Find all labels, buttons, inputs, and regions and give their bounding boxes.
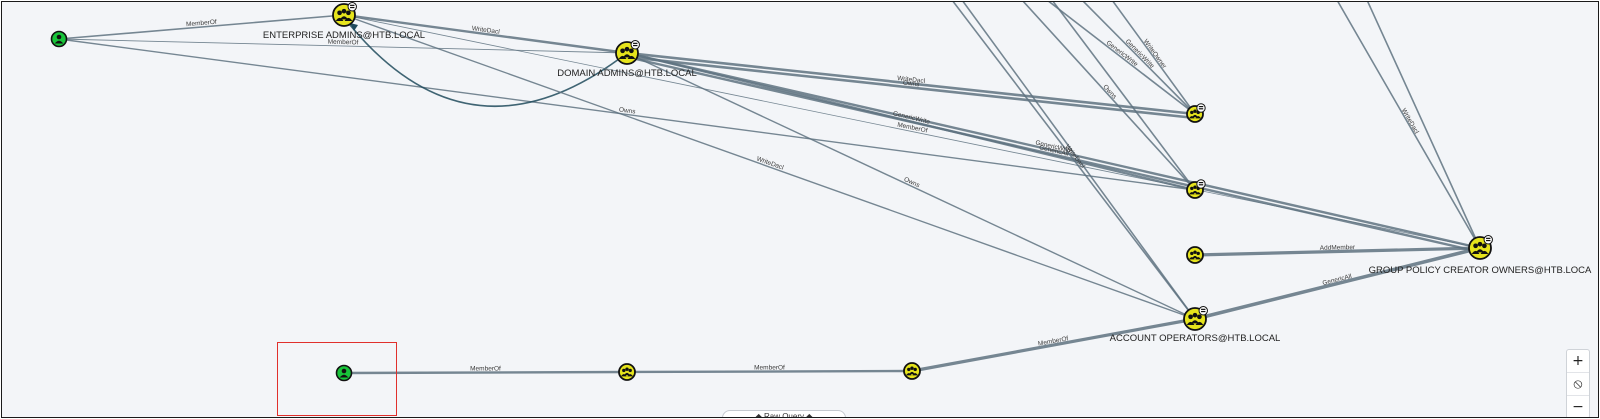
edge-u2-m1[interactable] — [343, 370, 628, 375]
edge-label: WriteDacl — [471, 25, 500, 36]
badge-icon — [630, 40, 640, 50]
user-node[interactable] — [50, 30, 68, 48]
selection-highlight-box — [277, 342, 397, 416]
group-icon — [903, 362, 921, 380]
group-node[interactable] — [332, 2, 357, 27]
group-node[interactable] — [618, 363, 636, 381]
edge-da-g1[interactable] — [626, 55, 1196, 120]
group-node[interactable] — [1186, 246, 1204, 264]
edge-top7-gp[interactable] — [1367, 2, 1481, 249]
edge-label: MemberOf — [754, 364, 785, 371]
node-label: DOMAIN ADMINS@HTB.LOCAL — [557, 68, 697, 79]
edge-label: MemberOf — [328, 39, 359, 47]
node-label: ENTERPRISE ADMINS@HTB.LOCAL — [263, 30, 425, 41]
edge-label: Owns — [618, 106, 636, 115]
group-icon — [1186, 246, 1204, 264]
group-icon — [618, 363, 636, 381]
edge-u1-g2[interactable] — [58, 38, 1196, 191]
edge-label: AddMember — [1320, 244, 1356, 252]
edge-ea-ao[interactable] — [343, 14, 1196, 320]
edge-label: Owns — [1101, 83, 1118, 101]
edge-m1-m2[interactable] — [626, 369, 913, 374]
edge-da-ao[interactable] — [626, 52, 1196, 320]
zoom-out-button[interactable]: − — [1572, 399, 1584, 415]
edge-label: MemberOf — [186, 19, 217, 29]
edge-arrowhead — [350, 23, 358, 31]
edge-da-gp[interactable] — [626, 51, 1481, 250]
badge-icon — [1196, 179, 1206, 189]
node-label: ACCOUNT OPERATORS@HTB.LOCAL — [1110, 333, 1281, 344]
edge-ea-gp[interactable] — [343, 14, 1481, 249]
edge-ea-da[interactable] — [343, 13, 628, 55]
edge-top3-ao[interactable] — [952, 2, 1196, 320]
group-node[interactable] — [1468, 235, 1493, 260]
group-node[interactable] — [1186, 103, 1206, 123]
edge-top1-g1[interactable] — [1047, 2, 1196, 115]
reset-view-button[interactable]: ⦸ — [1567, 373, 1589, 396]
edge-top4-g2[interactable] — [1022, 2, 1196, 191]
edge-label: Owns — [903, 80, 921, 89]
edge-da-g1[interactable] — [626, 51, 1196, 116]
edge-da-gp[interactable] — [626, 55, 1481, 254]
edge-top6-gp[interactable] — [1337, 2, 1481, 249]
zoom-controls: + ⦸ − — [1566, 349, 1590, 417]
group-node[interactable] — [1186, 179, 1206, 199]
edge-da-ea[interactable] — [349, 24, 628, 107]
raw-query-toggle[interactable]: ◆ Raw Query ◆ — [722, 410, 846, 417]
edge-m2-ao[interactable] — [911, 317, 1196, 373]
edge-label: WriteDacl — [756, 156, 785, 172]
user-node[interactable] — [335, 364, 353, 382]
edge-u1-ea[interactable] — [58, 14, 345, 40]
edge-ao-gp[interactable] — [1194, 246, 1481, 321]
edge-top2-g1[interactable] — [1082, 2, 1196, 115]
zoom-in-button[interactable]: + — [1567, 350, 1589, 373]
edge-u1-da[interactable] — [58, 38, 628, 54]
edge-top8-ao[interactable] — [962, 2, 1196, 320]
group-node[interactable] — [1183, 306, 1208, 331]
node-label: GROUP POLICY CREATOR OWNERS@HTB.LOCA — [1369, 265, 1592, 276]
edge-top5-g1[interactable] — [1112, 2, 1196, 115]
badge-icon — [1198, 306, 1208, 316]
edge-g3-gp[interactable] — [1194, 246, 1481, 257]
edge-label: MemberOf — [470, 365, 501, 372]
group-node[interactable] — [615, 40, 640, 65]
group-node[interactable] — [903, 362, 921, 380]
badge-icon — [347, 2, 357, 12]
badge-icon — [1196, 103, 1206, 113]
badge-icon — [1483, 235, 1493, 245]
edge-top9-g2[interactable] — [1052, 2, 1196, 191]
edge-label: WriteDacl — [897, 75, 926, 85]
edge-label: Owns — [903, 176, 922, 190]
